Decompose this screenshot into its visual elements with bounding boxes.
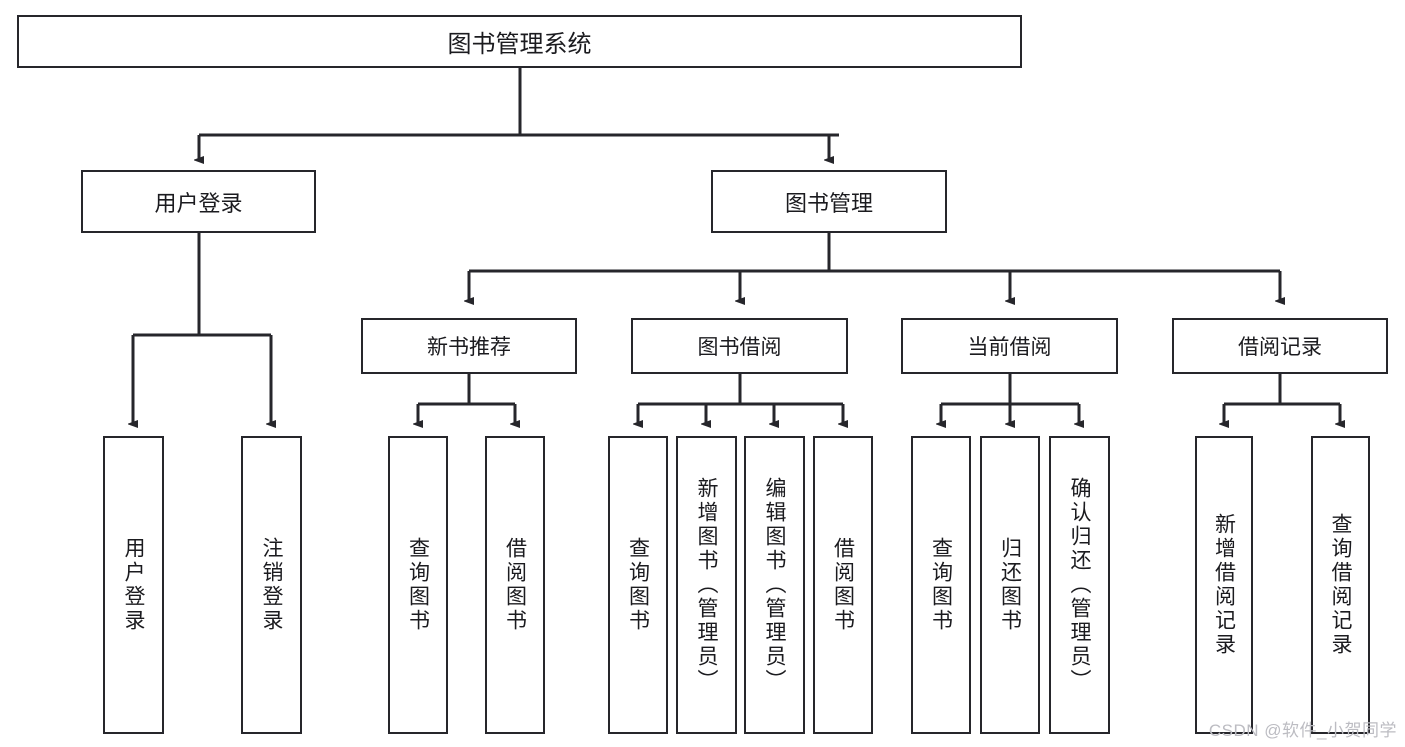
watermark: CSDN @软件_小贺同学 (1208, 721, 1397, 740)
node-user-login-label: 用户登录 (154, 190, 243, 216)
node-leaf-user-login[interactable]: 用户登录 (103, 436, 164, 734)
node-leaf-add-book-label: 新增图书（管理员） (695, 477, 718, 693)
node-leaf-borrow-book-2-label: 借阅图书 (831, 537, 855, 633)
node-leaf-add-record[interactable]: 新增借阅记录 (1195, 436, 1253, 734)
node-leaf-user-login-label: 用户登录 (122, 537, 145, 633)
node-leaf-return-book[interactable]: 归还图书 (980, 436, 1040, 734)
node-leaf-borrow-book-2[interactable]: 借阅图书 (813, 436, 873, 734)
node-leaf-query-record-label: 查询借阅记录 (1329, 513, 1352, 657)
node-leaf-borrow-book-1[interactable]: 借阅图书 (485, 436, 545, 734)
node-new-book-recommend-label: 新书推荐 (427, 336, 511, 359)
node-user-login[interactable]: 用户登录 (81, 170, 316, 233)
node-book-manage-label: 图书管理 (784, 190, 873, 216)
node-leaf-borrow-book-1-label: 借阅图书 (503, 537, 527, 633)
node-leaf-edit-book[interactable]: 编辑图书（管理员） (744, 436, 805, 734)
node-leaf-logout-login-label: 注销登录 (260, 537, 283, 633)
node-leaf-add-record-label: 新增借阅记录 (1212, 513, 1236, 657)
node-leaf-query-book-1[interactable]: 查询图书 (388, 436, 448, 734)
node-leaf-add-book[interactable]: 新增图书（管理员） (676, 436, 737, 734)
node-current-borrow[interactable]: 当前借阅 (901, 318, 1118, 374)
node-leaf-query-book-1-label: 查询图书 (406, 537, 430, 633)
node-leaf-query-book-2[interactable]: 查询图书 (608, 436, 668, 734)
node-leaf-query-book-3-label: 查询图书 (929, 537, 953, 633)
node-borrow-record-label: 借阅记录 (1238, 336, 1322, 359)
node-leaf-confirm-return[interactable]: 确认归还（管理员） (1049, 436, 1110, 734)
node-root-label: 图书管理系统 (447, 31, 592, 58)
node-current-borrow-label: 当前借阅 (967, 336, 1052, 359)
node-leaf-return-book-label: 归还图书 (998, 537, 1022, 633)
node-leaf-query-book-3[interactable]: 查询图书 (911, 436, 971, 734)
node-leaf-query-record[interactable]: 查询借阅记录 (1311, 436, 1370, 734)
node-book-borrow-label: 图书借阅 (697, 336, 782, 359)
node-borrow-record[interactable]: 借阅记录 (1172, 318, 1388, 374)
node-new-book-recommend[interactable]: 新书推荐 (361, 318, 577, 374)
node-leaf-query-book-2-label: 查询图书 (626, 537, 650, 633)
node-leaf-confirm-return-label: 确认归还（管理员） (1068, 477, 1091, 693)
node-root[interactable]: 图书管理系统 (17, 15, 1022, 68)
node-leaf-edit-book-label: 编辑图书（管理员） (763, 477, 786, 693)
node-book-manage[interactable]: 图书管理 (711, 170, 947, 233)
node-book-borrow[interactable]: 图书借阅 (631, 318, 848, 374)
node-leaf-logout-login[interactable]: 注销登录 (241, 436, 302, 734)
